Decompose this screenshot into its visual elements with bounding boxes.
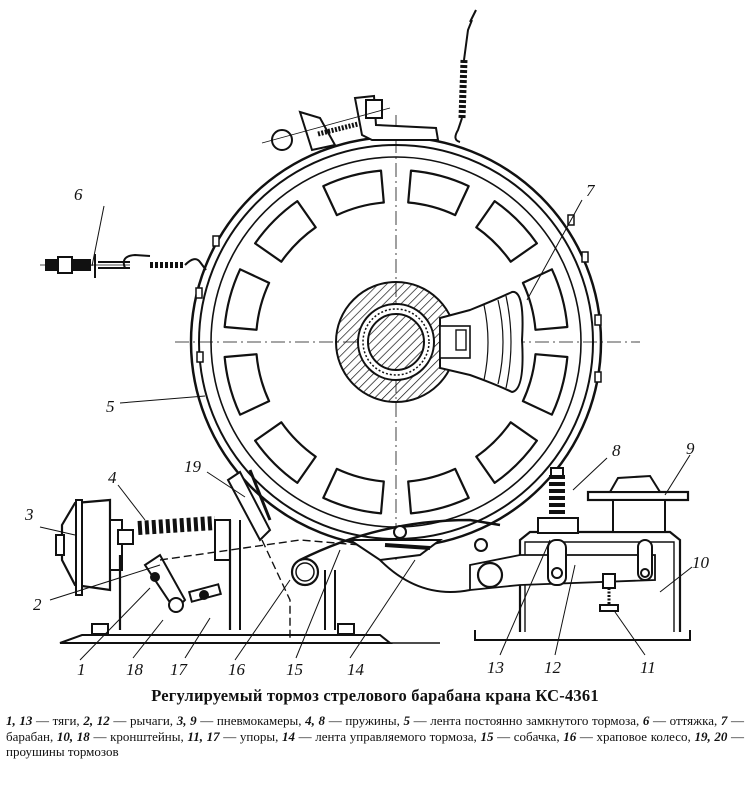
legend-item: 16 — храповое колесо,	[563, 729, 694, 744]
label-14: 14	[347, 660, 365, 679]
drum-hub	[335, 281, 524, 403]
legend-item: 14 — лента управляемого тормоза,	[282, 729, 480, 744]
legend-item-numbers: 11, 17	[187, 728, 220, 744]
label-7: 7	[586, 181, 596, 200]
label-12: 12	[544, 658, 562, 677]
label-16: 16	[228, 660, 246, 679]
leader-lines	[39, 199, 693, 661]
label-3: 3	[24, 505, 34, 524]
legend-item-text: — оттяжка,	[649, 713, 721, 728]
label-2: 2	[33, 595, 42, 614]
legend-item: 5 — лента постоянно замкнутого тормоза,	[403, 713, 642, 728]
legend-item-numbers: 7	[720, 713, 728, 728]
legend-item: 15 — собачка,	[480, 729, 563, 744]
pull-off-rod	[40, 253, 207, 278]
legend-item-text: — собачка,	[493, 728, 564, 744]
legend-item-numbers: 4, 8	[305, 713, 326, 728]
legend-item-text: — проушины тормозов	[6, 728, 745, 760]
legend-item-text: — пружины,	[325, 713, 404, 728]
legend-item-numbers: 1, 13	[6, 713, 33, 728]
legend-item-numbers: 3, 9	[176, 713, 197, 728]
control-band	[299, 518, 501, 593]
drum-window	[322, 169, 385, 217]
top-tensioner	[261, 9, 477, 152]
drum-windows	[223, 169, 569, 515]
legend-item: 19, 20 — проушины тормозов	[6, 729, 744, 760]
band-rivets	[195, 214, 602, 383]
right-assembly	[469, 467, 691, 641]
legend-item-text: — храповое колесо,	[576, 728, 695, 744]
drum-window	[407, 467, 470, 515]
label-10: 10	[692, 553, 710, 572]
label-9: 9	[686, 439, 695, 458]
part-labels: 6 5 7 3 2 4 19 1 18 17 16 15 14 13 12 11…	[24, 181, 710, 679]
label-19: 19	[184, 457, 202, 476]
legend-item-numbers: 14	[282, 728, 295, 744]
label-11: 11	[640, 658, 656, 677]
drum-window	[254, 200, 317, 263]
label-18: 18	[126, 660, 144, 679]
brake-diagram: 6 5 7 3 2 4 19 1 18 17 16 15 14 13 12 11…	[24, 9, 710, 679]
label-15: 15	[286, 660, 303, 679]
figure-legend: 1, 13 — тяги, 2, 12 — рычаги, 3, 9 — пне…	[6, 713, 744, 760]
legend-item-numbers: 10, 18	[56, 728, 90, 744]
figure-caption-title: Регулируемый тормоз стрелового барабана …	[151, 686, 599, 705]
legend-item-numbers: 16	[563, 728, 577, 744]
legend-item-text: — барабан,	[6, 713, 745, 744]
legend-item-text: — упоры,	[219, 728, 282, 744]
legend-item: 2, 12 — рычаги,	[83, 713, 176, 728]
legend-item-text: — пневмокамеры,	[196, 713, 306, 728]
drum-window	[521, 353, 569, 416]
drum-window	[223, 353, 271, 416]
drum-window	[407, 169, 470, 217]
legend-item: 7 — барабан,	[6, 713, 744, 744]
drum-window	[254, 421, 317, 484]
label-8: 8	[612, 441, 621, 460]
legend-item-numbers: 19, 20	[694, 728, 728, 744]
label-6: 6	[74, 185, 83, 204]
label-17: 17	[170, 660, 189, 679]
legend-item: 4, 8 — пружины,	[305, 713, 403, 728]
legend-item-numbers: 5	[403, 713, 410, 728]
legend-item-numbers: 15	[480, 728, 494, 744]
label-4: 4	[108, 468, 117, 487]
legend-item-text: — лента постоянно замкнутого тормоза,	[409, 713, 643, 728]
legend-item-text: — рычаги,	[109, 713, 177, 728]
legend-item: 10, 18 — кронштейны,	[57, 729, 188, 744]
label-1: 1	[77, 660, 86, 679]
drum-window	[223, 268, 271, 331]
legend-item-text: — тяги,	[32, 713, 84, 728]
drum-window	[322, 467, 385, 515]
legend-item: 3, 9 — пневмокамеры,	[177, 713, 305, 728]
label-13: 13	[487, 658, 504, 677]
legend-item-numbers: 2, 12	[83, 713, 110, 728]
legend-item: 1, 13 — тяги,	[6, 713, 83, 728]
label-5: 5	[106, 397, 115, 416]
legend-item-text: — лента управляемого тормоза,	[295, 728, 481, 744]
legend-item: 11, 17 — упоры,	[187, 729, 282, 744]
legend-item: 6 — оттяжка,	[643, 713, 721, 728]
legend-item-text: — кронштейны,	[89, 728, 188, 744]
drum-window	[521, 268, 569, 331]
legend-item-numbers: 6	[642, 713, 650, 728]
drum-window	[475, 421, 538, 484]
drum-window	[475, 200, 538, 263]
